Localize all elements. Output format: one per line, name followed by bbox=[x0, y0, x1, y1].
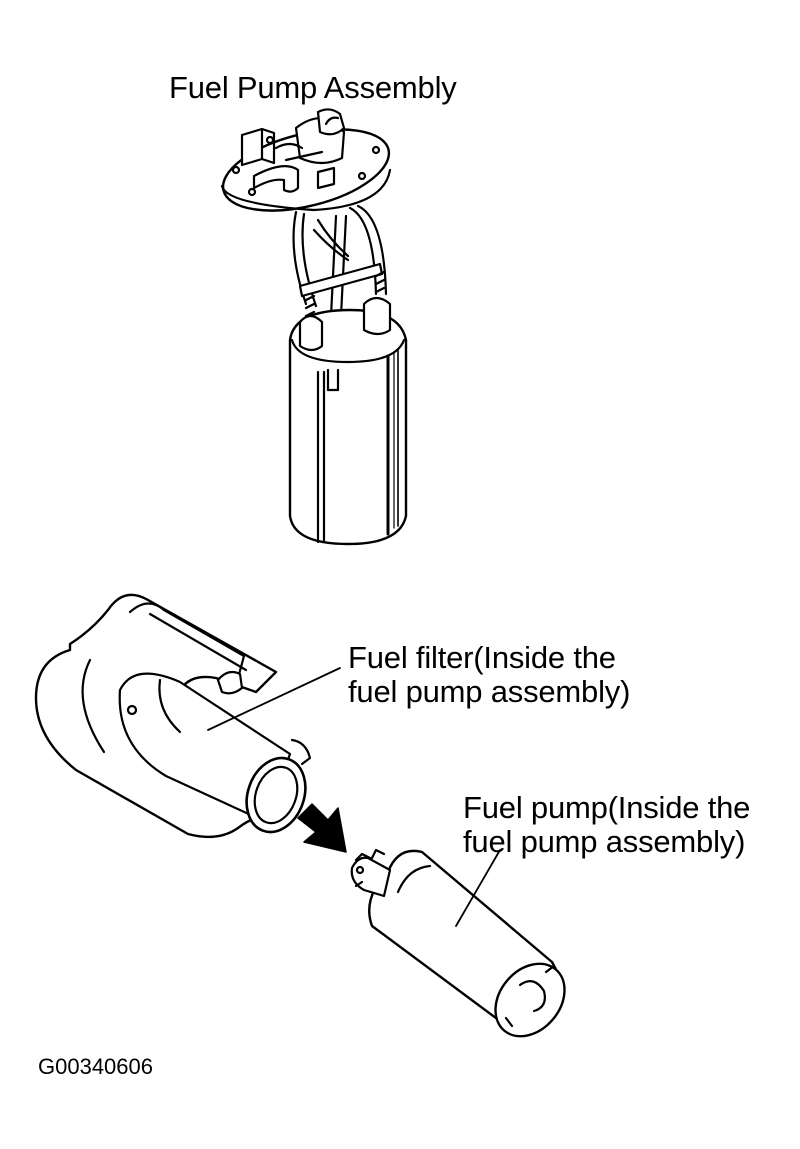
fuel-filter-callout-line1: Fuel filter(Inside the bbox=[348, 640, 616, 675]
fuel-filter-leader bbox=[208, 668, 340, 730]
diagram-title: Fuel Pump Assembly bbox=[169, 70, 457, 105]
figure-code: G00340606 bbox=[38, 1054, 153, 1079]
fuel-pump-callout-line2: fuel pump assembly) bbox=[463, 824, 746, 859]
fuel-pump-drawing bbox=[352, 850, 579, 1050]
fuel-pump-assembly-drawing bbox=[215, 109, 406, 544]
fuel-filter-callout-line2: fuel pump assembly) bbox=[348, 674, 631, 709]
removal-arrow bbox=[298, 804, 346, 852]
fuel-pump-leader bbox=[456, 850, 500, 926]
fuel-pump-callout-line1: Fuel pump(Inside the bbox=[463, 790, 751, 825]
fuel-filter-reservoir-drawing bbox=[36, 595, 315, 840]
